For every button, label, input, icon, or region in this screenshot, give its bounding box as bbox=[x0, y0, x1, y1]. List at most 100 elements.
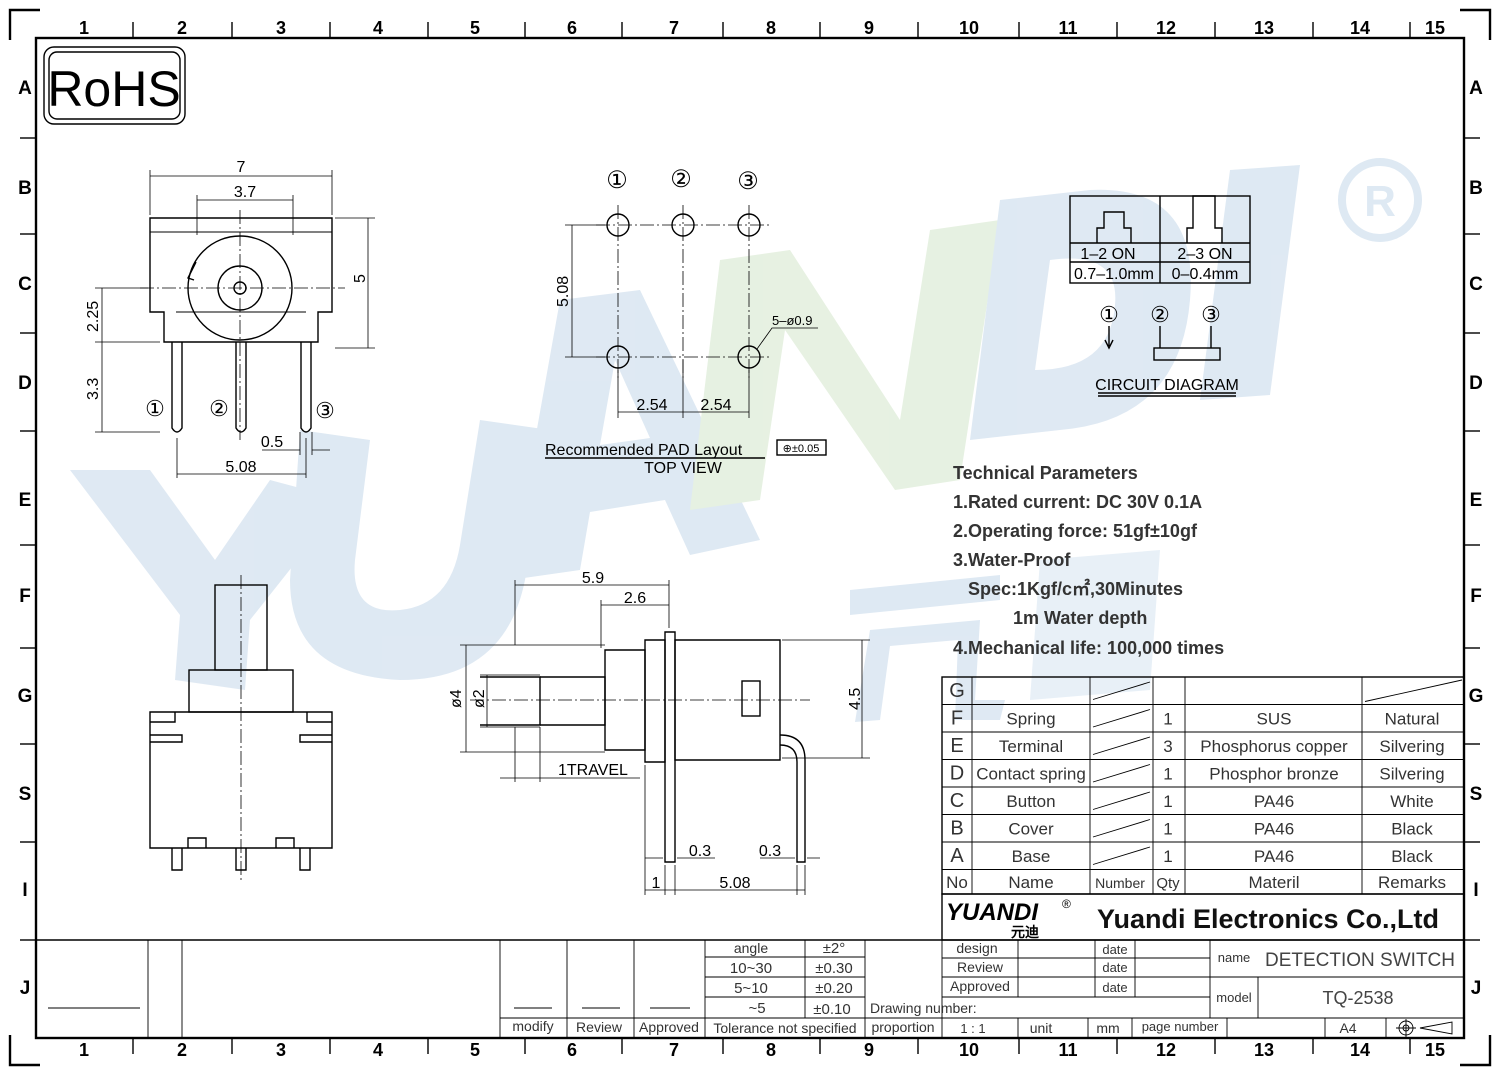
bom-header-qty: Qty bbox=[1156, 875, 1180, 892]
pad-dim-holes: 5–ø0.9 bbox=[772, 313, 812, 328]
row-marker-left: S bbox=[19, 784, 32, 805]
date-label-2: date bbox=[1102, 960, 1127, 975]
row-marker-right: G bbox=[1469, 686, 1484, 707]
column-marker-top: 8 bbox=[766, 18, 776, 38]
dim-pin-span: 5.08 bbox=[225, 459, 256, 476]
bom-cell-remarks: Silvering bbox=[1379, 765, 1444, 784]
column-marker-top: 7 bbox=[669, 18, 679, 38]
circuit-diagram: 1–2 ON 2–3 ON 0.7–1.0mm 0–0.4mm ① ② ③ CI… bbox=[1069, 195, 1251, 397]
date-label-3: date bbox=[1102, 980, 1127, 995]
column-marker-bottom: 15 bbox=[1425, 1040, 1445, 1060]
dim-height: 5 bbox=[352, 274, 369, 283]
tolerance-range-2: 10~30 bbox=[730, 960, 772, 977]
pad-layout-drawing: 5.08 5–ø0.9 2.54 2.54 ① ② ③ Recommended … bbox=[545, 166, 827, 477]
row-marker-right: F bbox=[1470, 586, 1482, 607]
name-value: DETECTION SWITCH bbox=[1265, 950, 1455, 971]
bom-cell-no: G bbox=[949, 680, 965, 702]
section-dim-d1: ø4 bbox=[448, 689, 465, 708]
tolerance-value-1: ±2° bbox=[823, 940, 846, 957]
tech-line-5: 1m Water depth bbox=[1013, 608, 1147, 628]
drawing-number-label: Drawing number: bbox=[870, 1000, 977, 1016]
bom-cell-material: Phosphorus copper bbox=[1200, 737, 1348, 756]
tech-line-2: 2.Operating force: 51gf±10gf bbox=[953, 521, 1198, 541]
row-marker-left: B bbox=[18, 178, 32, 199]
tolerance-range-1: angle bbox=[734, 940, 768, 956]
column-marker-top: 6 bbox=[567, 18, 577, 38]
section-dim-width: 5.9 bbox=[582, 570, 604, 587]
approved-label: Approved bbox=[639, 1019, 699, 1035]
bom-cell-qty: 1 bbox=[1163, 792, 1172, 811]
design-label: design bbox=[956, 940, 997, 956]
projection-symbol-icon bbox=[1396, 1019, 1453, 1037]
tech-line-6: 4.Mechanical life: 100,000 times bbox=[953, 638, 1224, 658]
column-marker-bottom: 6 bbox=[567, 1040, 577, 1060]
bom-header-number: Number bbox=[1095, 875, 1145, 891]
bom-cell-material: Phosphor bronze bbox=[1209, 765, 1338, 784]
column-marker-top: 15 bbox=[1425, 18, 1445, 38]
pad-dim-spacing-1: 2.54 bbox=[636, 397, 667, 414]
column-marker-top: 11 bbox=[1058, 18, 1077, 38]
unit-label: unit bbox=[1030, 1020, 1053, 1036]
pad-pin-1: ① bbox=[606, 167, 628, 194]
pad-layout-title: Recommended PAD Layout bbox=[545, 442, 743, 459]
date-label-1: date bbox=[1102, 942, 1127, 957]
tech-line-4: Spec:1Kgf/c㎡,30Minutes bbox=[968, 578, 1183, 599]
bom-header-material: Materil bbox=[1248, 873, 1299, 892]
column-marker-top: 9 bbox=[864, 18, 874, 38]
rohs-badge: RoHS bbox=[43, 46, 186, 125]
column-marker-top: 3 bbox=[276, 18, 286, 38]
column-marker-bottom: 11 bbox=[1058, 1040, 1077, 1060]
pin-label-2: ② bbox=[209, 396, 229, 421]
column-marker-bottom: 10 bbox=[959, 1040, 979, 1060]
bom-header-name: Name bbox=[1008, 873, 1053, 892]
bom-cell-material: PA46 bbox=[1254, 820, 1294, 839]
bom-cell-no: E bbox=[950, 735, 963, 757]
row-marker-right: E bbox=[1470, 490, 1483, 511]
column-marker-bottom: 3 bbox=[276, 1040, 286, 1060]
bom-cell-name: Contact spring bbox=[976, 765, 1086, 784]
tech-line-1: 1.Rated current: DC 30V 0.1A bbox=[953, 492, 1202, 512]
row-marker-left: D bbox=[18, 373, 32, 394]
circuit-pin-2: ② bbox=[1150, 302, 1170, 327]
bom-cell-name: Spring bbox=[1006, 710, 1055, 729]
review-label: Review bbox=[576, 1019, 623, 1035]
watermark-registered-icon bbox=[1338, 158, 1422, 242]
column-marker-bottom: 4 bbox=[373, 1040, 383, 1060]
tolerance-value-3: ±0.20 bbox=[815, 980, 852, 997]
circuit-pin-1: ① bbox=[1099, 302, 1119, 327]
pad-pin-2: ② bbox=[670, 166, 692, 193]
watermark-y bbox=[70, 470, 345, 690]
bom-cell-qty: 3 bbox=[1163, 737, 1172, 756]
bom-cell-no: D bbox=[950, 763, 964, 785]
circuit-pin-3: ③ bbox=[1201, 302, 1221, 327]
size-value: A4 bbox=[1339, 1020, 1356, 1036]
bom-cell-material: PA46 bbox=[1254, 792, 1294, 811]
row-marker-right: B bbox=[1469, 178, 1483, 199]
section-dim-t2: 0.3 bbox=[759, 843, 781, 860]
company-logo-chinese: 元迪 bbox=[1011, 924, 1039, 940]
row-marker-left: C bbox=[18, 274, 32, 295]
proportion-label: proportion bbox=[871, 1019, 934, 1035]
row-marker-left: J bbox=[20, 978, 31, 999]
column-marker-bottom: 2 bbox=[177, 1040, 187, 1060]
bom-header-remarks: Remarks bbox=[1378, 873, 1446, 892]
column-marker-top: 4 bbox=[373, 18, 383, 38]
bom-cell-remarks: White bbox=[1390, 792, 1433, 811]
technical-parameters: Technical Parameters 1.Rated current: DC… bbox=[953, 463, 1224, 658]
column-marker-bottom: 9 bbox=[864, 1040, 874, 1060]
bom-cell-no: F bbox=[951, 708, 963, 730]
bom-cell-name: Base bbox=[1012, 847, 1051, 866]
column-marker-top: 12 bbox=[1156, 18, 1176, 38]
tolerance-range-4: ~5 bbox=[748, 1000, 765, 1017]
bom-cell-no: A bbox=[950, 845, 964, 867]
row-marker-left: I bbox=[22, 880, 27, 901]
column-marker-bottom: 12 bbox=[1156, 1040, 1176, 1060]
section-dim-travel: 1TRAVEL bbox=[558, 762, 628, 779]
company-name: Yuandi Electronics Co.,Ltd bbox=[1097, 904, 1439, 934]
column-marker-top: 1 bbox=[79, 18, 89, 38]
section-dim-width2: 2.6 bbox=[624, 590, 646, 607]
pad-dim-spacing-2: 2.54 bbox=[700, 397, 731, 414]
